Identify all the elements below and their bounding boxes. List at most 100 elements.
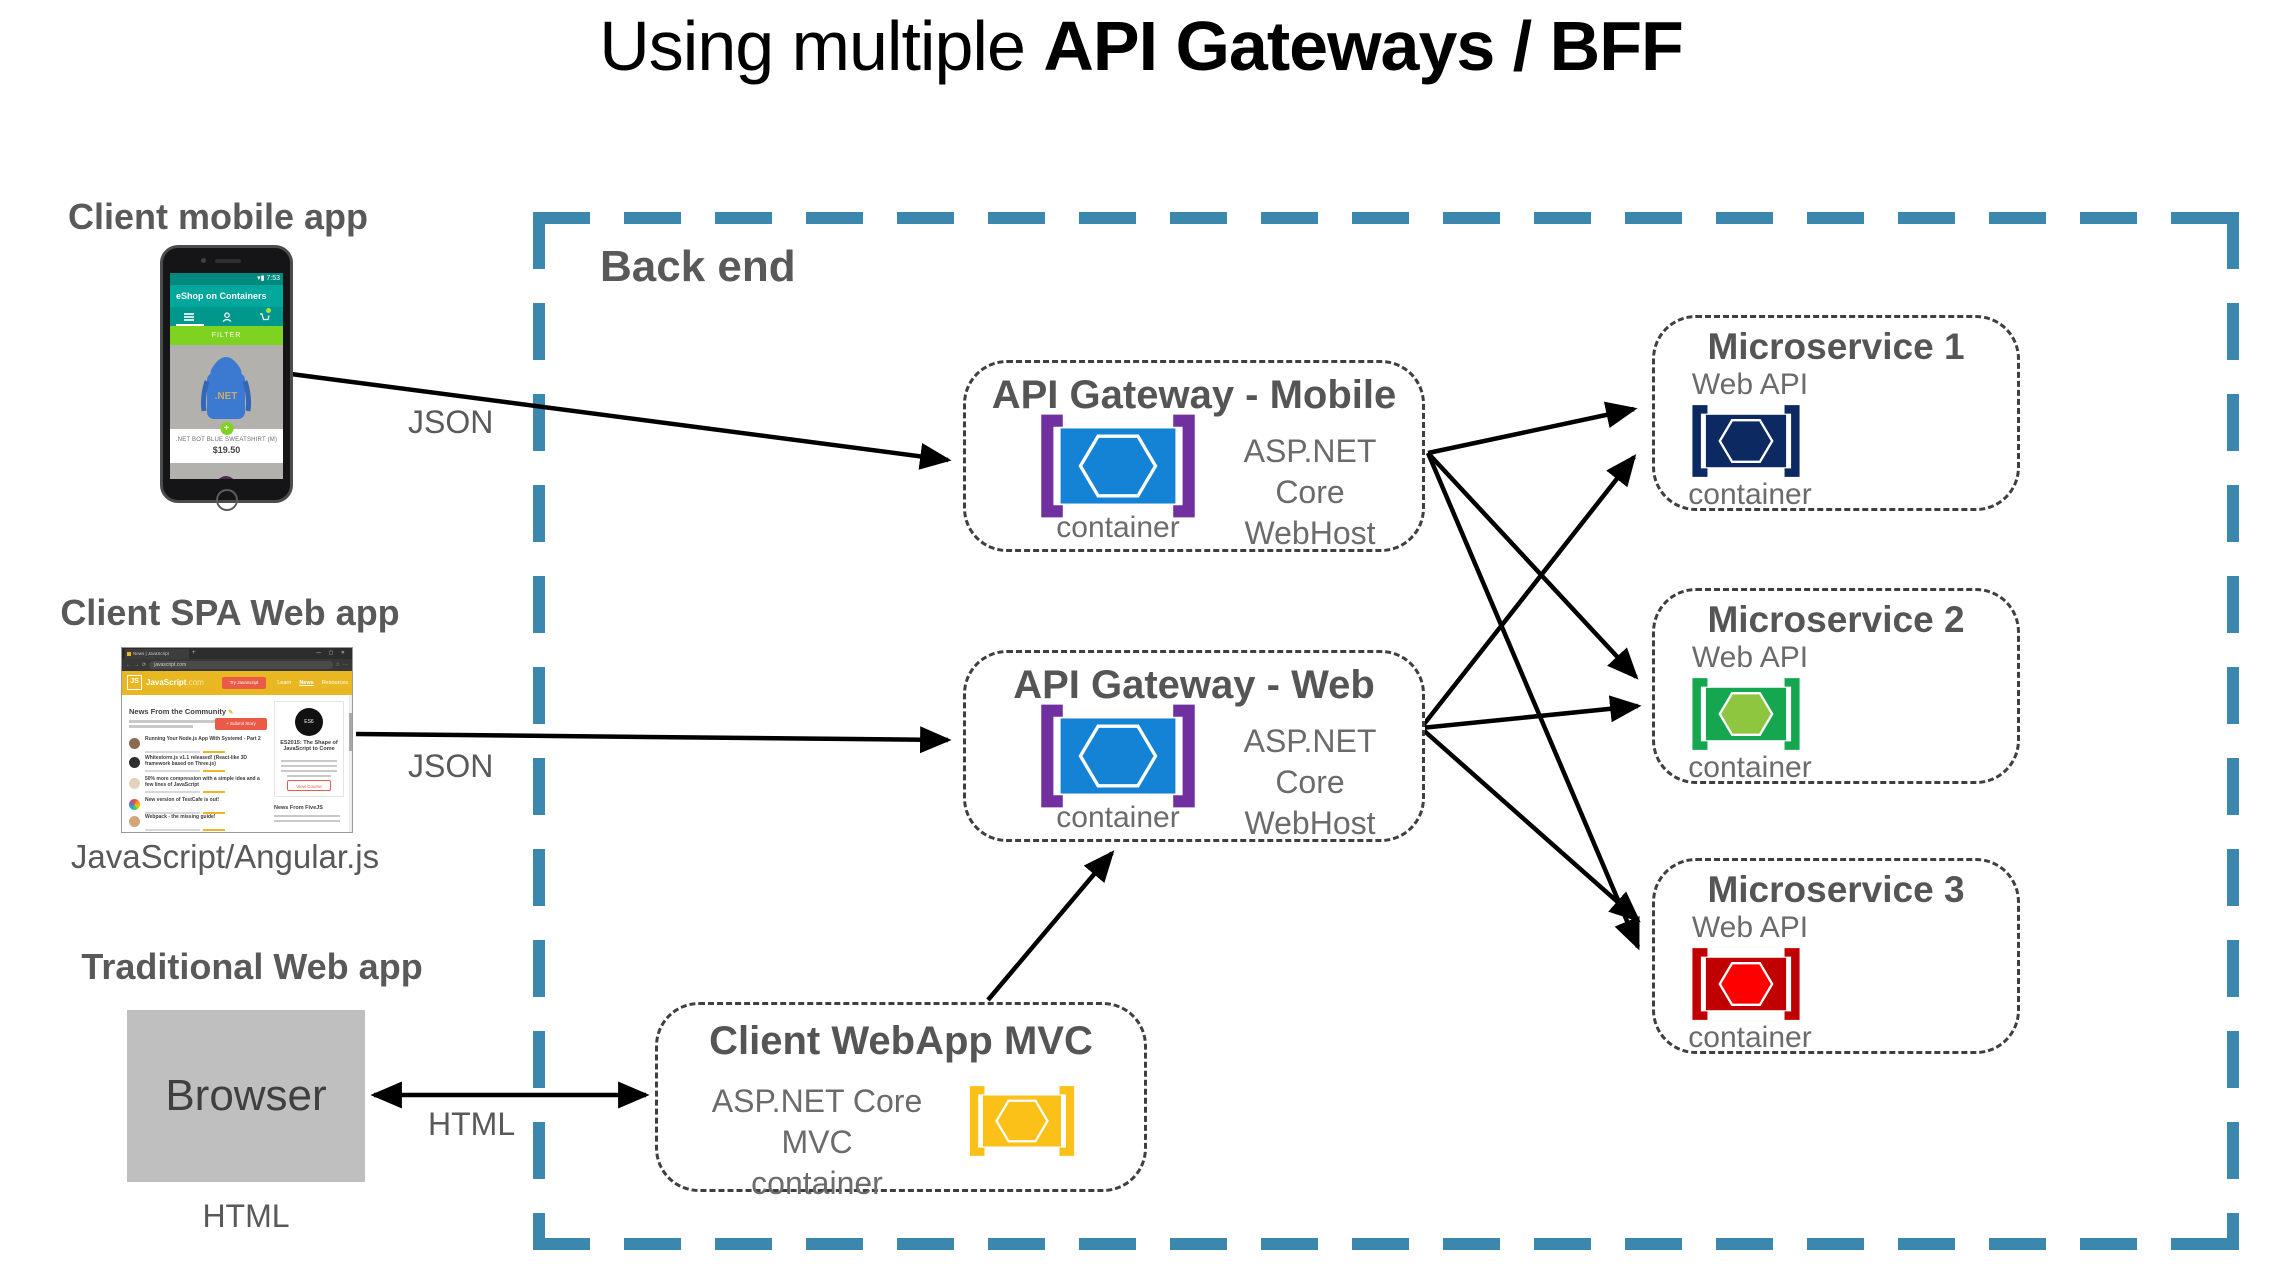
js-brand-name: JavaScript — [146, 678, 187, 687]
container-icon — [969, 1086, 1075, 1156]
product-photo: .NET — [170, 345, 283, 429]
container-label: container — [1056, 801, 1180, 834]
gateway-tech: ASP.NET Core WebHost — [1210, 721, 1410, 844]
phone-camera — [201, 258, 206, 263]
news-heading-text: News From the Community — [129, 707, 227, 716]
back-icon: ← — [126, 662, 131, 668]
news-item: 50% more compression with a simple idea … — [129, 776, 269, 795]
course-title: ES2015: The Shape of JavaScript to Come — [280, 740, 338, 752]
page-title: Using multiple API Gateways / BFF — [0, 6, 2282, 86]
phone-speaker — [215, 259, 241, 263]
api-gateway-mobile-box: API Gateway - Mobile container ASP.NET C… — [963, 360, 1425, 552]
web-api-label: Web API — [1691, 911, 1809, 944]
purple-hoodie-image — [218, 476, 234, 479]
gateway-tech: ASP.NET Core WebHost — [1210, 431, 1410, 554]
microservice-3-title: Microservice 3 — [1707, 869, 1965, 910]
news-heading: News From the Community ✎ — [129, 707, 233, 716]
web-api-label: Web API — [1691, 368, 1809, 401]
phone-status-bar: ▾▮ 7:53 — [170, 273, 283, 285]
avatar — [129, 816, 140, 827]
spa-titlebar: News | JavaScript + — ▢ ✕ — [122, 648, 352, 659]
course-text-bar — [281, 765, 337, 767]
via-bar — [145, 770, 200, 772]
news-headline: Whitestorm.js v1.1 released! (React-like… — [145, 755, 247, 767]
container-label: container — [1688, 751, 1812, 784]
js-logo: JS — [127, 675, 142, 690]
mobile-json-label: JSON — [408, 404, 494, 440]
try-javascript-button: Try JavaScript — [222, 677, 266, 689]
refresh-icon: ⟳ — [142, 662, 147, 668]
browser-caption: HTML — [202, 1198, 290, 1234]
news-item: Webpack - the missing guide! — [129, 814, 269, 833]
tech-line2: WebHost — [1244, 515, 1376, 551]
container-icon — [1692, 678, 1800, 750]
profile-icon — [222, 311, 232, 322]
product-name: .NET BOT BLUE SWEATSHIRT (M) — [175, 437, 278, 443]
scrollbar-thumb — [349, 713, 352, 751]
news-headline: New version of TestCafe is out! — [145, 797, 220, 803]
microservice-1-title: Microservice 1 — [1707, 326, 1965, 367]
hamburger-icon — [184, 312, 195, 321]
status-icons: ▾▮ — [257, 275, 267, 282]
course-card: ES6 ES2015: The Shape of JavaScript to C… — [274, 701, 344, 797]
container-icon — [1692, 405, 1800, 477]
page-title-regular: Using multiple — [599, 7, 1044, 85]
via-bar — [145, 812, 200, 814]
backend-label: Back end — [600, 242, 796, 291]
news-headline: Webpack - the missing guide! — [145, 814, 216, 820]
filter-button: FILTER — [170, 326, 283, 345]
spa-browser-window: News | JavaScript + — ▢ ✕ ← → ⟳ javascri… — [122, 648, 352, 832]
course-text-bar — [287, 775, 331, 777]
spa-address-bar: ← → ⟳ javascript.com ☆ ⋯ — [122, 659, 352, 671]
browser-tab: News | JavaScript — [125, 649, 189, 659]
page-title-bold: API Gateways / BFF — [1043, 7, 1683, 85]
tech-line1: ASP.NET Core MVC — [711, 1083, 923, 1160]
web-api-label: Web API — [1691, 641, 1809, 674]
links-bar — [203, 829, 225, 831]
api-gateway-web-box: API Gateway - Web container ASP.NET Core… — [963, 650, 1425, 842]
favorites-icon: ☆ — [335, 662, 340, 668]
status-time: 7:53 — [266, 275, 280, 282]
phone-screen: ▾▮ 7:53 eShop on Containers FILTER .NET … — [170, 273, 283, 479]
add-to-cart-icon: + — [220, 422, 233, 435]
js-brand: JavaScript.com — [146, 678, 204, 687]
spa-caption: JavaScript/Angular.js — [70, 838, 380, 875]
microservice-3-box: Microservice 3 Web API container — [1652, 858, 2020, 1054]
product-price: $19.50 — [212, 445, 241, 455]
url-field: javascript.com — [149, 661, 333, 669]
html-arrow-label: HTML — [428, 1106, 516, 1142]
microservice-1-box: Microservice 1 Web API container — [1652, 315, 2020, 511]
submit-story-button: + Submit Story — [215, 718, 267, 730]
links-bar — [203, 791, 225, 793]
tech-line2: container — [751, 1165, 883, 1201]
traditional-title: Traditional Web app — [81, 946, 423, 987]
avatar — [129, 738, 140, 749]
js-brand-suffix: .com — [186, 678, 204, 687]
container-icon — [1692, 948, 1800, 1020]
fivejs-heading: News From FiveJS — [274, 805, 323, 811]
js-site-header: JS JavaScript.com Try JavaScript Learn N… — [122, 671, 352, 695]
fivejs-text-bar — [274, 820, 340, 822]
course-logo: ES6 — [295, 708, 323, 736]
forward-icon: → — [134, 662, 139, 668]
microservice-2-title: Microservice 2 — [1707, 599, 1965, 640]
product-card: + .NET BOT BLUE SWEATSHIRT (M) $19.50 — [170, 422, 283, 463]
avatar — [129, 799, 140, 810]
via-bar — [145, 791, 200, 793]
active-tab-indicator — [176, 324, 204, 326]
container-label: container — [1056, 511, 1180, 544]
more-icon: ⋯ — [343, 662, 348, 668]
news-item: Whitestorm.js v1.1 released! (React-like… — [129, 755, 269, 774]
cart-badge — [266, 308, 271, 313]
spa-page-body: News From the Community ✎ + Submit Story… — [122, 695, 352, 832]
tech-line1: ASP.NET Core — [1243, 723, 1377, 800]
avatar — [129, 757, 140, 768]
client-webapp-mvc-title: Client WebApp MVC — [709, 1019, 1093, 1063]
fivejs-text-bar — [274, 815, 340, 817]
container-label: container — [1688, 1021, 1812, 1054]
view-course-button: View Course — [287, 780, 331, 791]
links-bar — [203, 812, 225, 814]
eshop-app-bar: eShop on Containers — [170, 285, 283, 307]
via-bar — [145, 829, 200, 831]
new-tab-button: + — [192, 650, 196, 656]
